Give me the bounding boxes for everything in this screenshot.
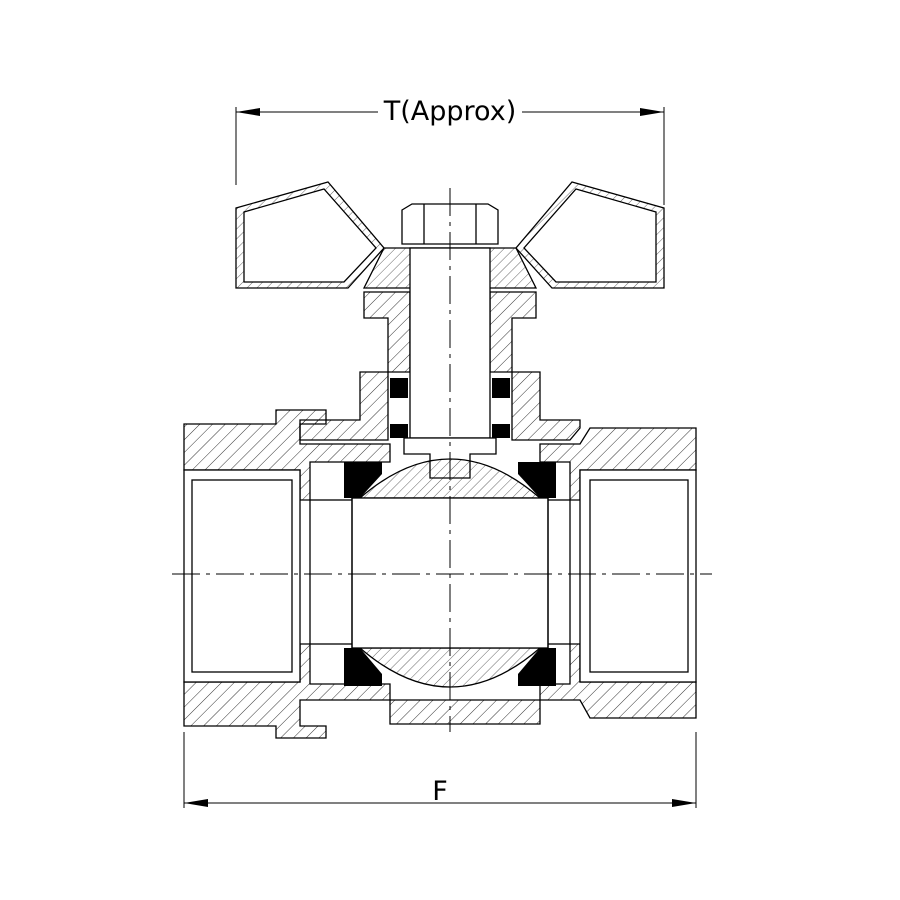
overall-length-label: F xyxy=(432,776,448,807)
overall-length-dimension: F xyxy=(183,732,697,808)
handle-width-label: T(Approx) xyxy=(383,96,516,127)
valve-body xyxy=(183,371,697,739)
ball-seats xyxy=(344,462,556,686)
butterfly-handle xyxy=(235,181,665,289)
stem-seals xyxy=(390,378,510,438)
handle-width-dimension: T(Approx) xyxy=(235,96,665,205)
center-lines xyxy=(172,188,712,732)
